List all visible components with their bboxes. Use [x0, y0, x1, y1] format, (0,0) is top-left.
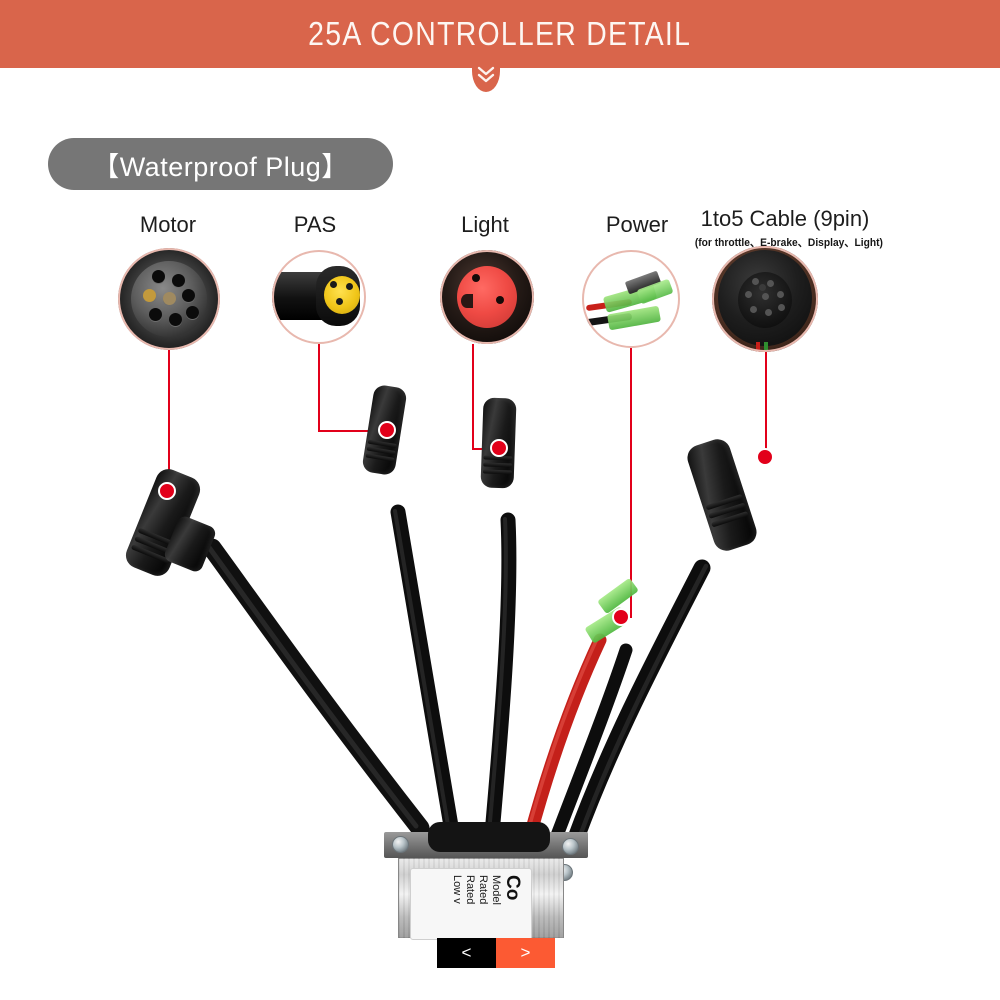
callout-label-light: Light: [461, 212, 509, 237]
waterproof-plug-badge-label: 【Waterproof Plug】: [92, 151, 349, 182]
marker-9pin: [756, 448, 774, 466]
callout-label-motor: Motor: [139, 212, 197, 237]
callout-label-pas: PAS: [293, 212, 337, 237]
pagination-prev-button[interactable]: <: [437, 938, 496, 968]
scroll-down-badge[interactable]: [472, 62, 500, 92]
closeup-pas-connector: [272, 250, 366, 344]
controller-label-line-2: Rated: [477, 875, 489, 905]
closeup-light-connector: [440, 250, 534, 344]
controller-grommet: [428, 822, 550, 852]
leader-line-power: [630, 348, 632, 618]
marker-motor: [158, 482, 176, 500]
closeup-power-connector: [582, 250, 680, 348]
controller-screw-top-right: [562, 838, 579, 855]
leader-line-motor: [168, 350, 170, 490]
controller-spec-label: Co Model Rated Rated Low v: [410, 868, 532, 940]
leader-line-9pin: [765, 352, 767, 456]
pagination[interactable]: < >: [437, 938, 555, 968]
leader-line-pas-vertical: [318, 344, 320, 430]
marker-power: [612, 608, 630, 626]
callout-label-power: Power: [605, 212, 669, 237]
callout-label-1to5-cable: 1to5 Cable (9pin): [700, 206, 870, 231]
closeup-motor-connector: [118, 248, 220, 350]
marker-pas: [378, 421, 396, 439]
leader-line-light-vertical: [472, 344, 474, 448]
leader-line-pas-horizontal: [318, 430, 398, 432]
page-title: 25A CONTROLLER DETAIL: [308, 15, 692, 52]
controller-label-line-3: Rated: [464, 875, 476, 905]
pagination-next-button[interactable]: >: [496, 938, 555, 968]
controller-label-line-1: Model: [490, 875, 502, 905]
controller-label-line-4: Low v: [451, 875, 463, 904]
header-bar: 25A CONTROLLER DETAIL: [0, 0, 1000, 68]
chevron-double-down-icon: [477, 66, 495, 83]
connector-9pin: [684, 435, 760, 555]
controller-screw-top-left: [392, 836, 409, 853]
closeup-9pin-connector: [712, 246, 818, 352]
waterproof-plug-badge: 【Waterproof Plug】: [48, 138, 393, 190]
controller-label-brand: Co: [502, 875, 523, 901]
marker-light: [490, 439, 508, 457]
